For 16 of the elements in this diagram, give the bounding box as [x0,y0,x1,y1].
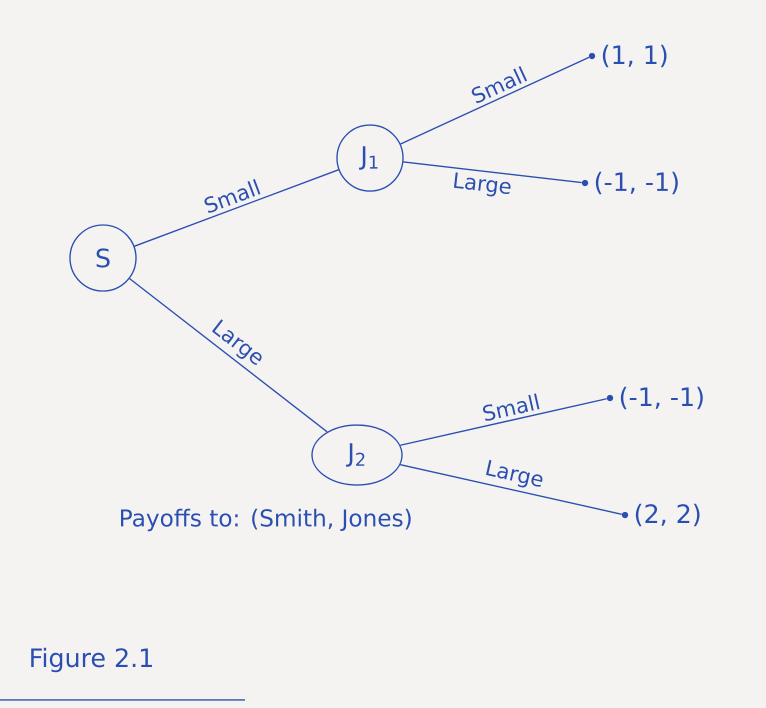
branch-line [134,169,339,247]
payoff-text: (1, 1) [602,44,666,68]
branch-line [400,56,590,145]
payoff-text: (2, 2) [636,504,700,526]
edge-label: Large [482,458,547,493]
branch-line [403,161,582,184]
branch-line [129,278,328,432]
figure-caption: Figure 2.1 [31,648,152,672]
branch-line [400,398,607,446]
payoff-text: (-1, -1) [596,172,678,194]
note-text: Payoffs to: (Smith, Jones) [121,508,411,532]
payoff-text: (-1, -1) [620,386,703,410]
branch-line [400,464,622,515]
edge-label: Small [479,392,543,424]
edge-label: Small [200,176,264,216]
edge-label: Large [450,171,514,200]
